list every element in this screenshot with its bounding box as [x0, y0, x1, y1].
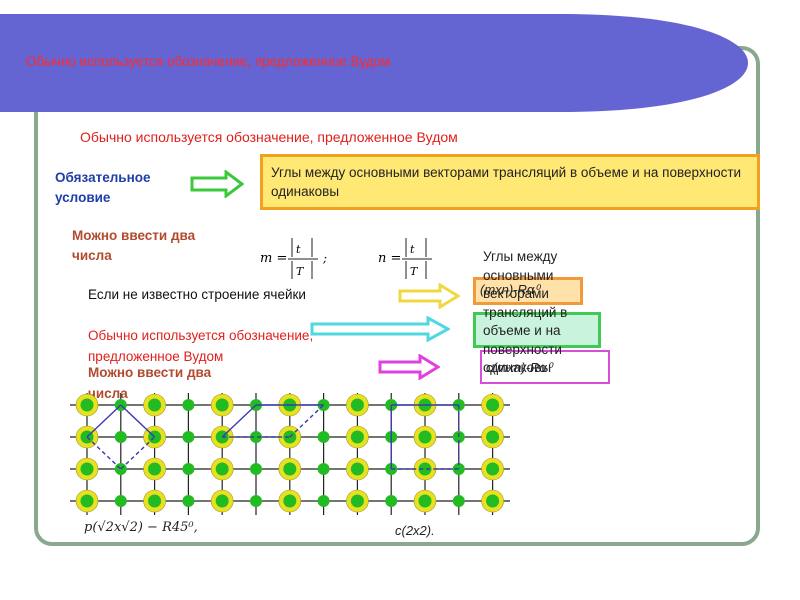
- vector-line: [86, 404, 122, 438]
- atom-core: [80, 398, 94, 412]
- label-mxn: (mxn)-Rα⁰: [473, 277, 583, 305]
- label-box-green: [473, 312, 601, 348]
- vector-line: [289, 404, 325, 438]
- bottom-formula: p(√2x√2) − R45⁰,: [84, 520, 198, 535]
- atom-core: [148, 494, 162, 508]
- condition-box: Углы между основными векторами трансляци…: [260, 154, 760, 210]
- svg-text:m =: m =: [260, 251, 287, 266]
- svg-text:T: T: [296, 265, 305, 278]
- atom-lattice: [70, 393, 510, 515]
- atom-small: [452, 495, 465, 507]
- atom-core: [486, 430, 500, 444]
- svg-text:t: t: [410, 243, 415, 256]
- atom-core: [148, 398, 162, 412]
- atom-core: [418, 430, 432, 444]
- title-banner: [0, 14, 748, 112]
- atom-core: [283, 430, 297, 444]
- vector-line: [221, 404, 257, 438]
- atom-core: [283, 494, 297, 508]
- atom-small: [250, 463, 262, 475]
- atom-core: [215, 462, 229, 476]
- atom-small: [385, 495, 398, 507]
- svg-text:T: T: [410, 265, 419, 278]
- atom-small: [182, 399, 195, 411]
- atom-core: [486, 398, 500, 412]
- atom-small: [114, 431, 127, 443]
- atom-core: [486, 462, 500, 476]
- atom-small: [182, 431, 195, 443]
- unknown-cell-text: Если не известно строение ячейки: [88, 287, 306, 302]
- atom-core: [215, 398, 229, 412]
- atom-core: [148, 462, 162, 476]
- atom-core: [350, 398, 364, 412]
- side-text: Углы между основными векторами трансляци…: [483, 249, 568, 375]
- arrow-right-icon: [190, 170, 244, 198]
- vector-line: [120, 404, 156, 438]
- arrow-right-icon: [398, 283, 460, 309]
- atom-core: [350, 494, 364, 508]
- atom-small: [182, 495, 195, 507]
- two-numbers-label: Можно ввести два числа: [72, 228, 196, 263]
- atom-small: [317, 495, 330, 507]
- svg-text:;: ;: [322, 251, 327, 265]
- vector-line: [120, 436, 156, 470]
- atom-small: [250, 495, 262, 507]
- page-title: Обычно используется обозначение, предлож…: [26, 54, 391, 69]
- svg-text:n =: n =: [378, 251, 401, 266]
- atom-core: [283, 462, 297, 476]
- atom-core: [486, 494, 500, 508]
- arrow-right-icon: [378, 354, 440, 380]
- wood-notation-text: Обычно используется обозначение, предлож…: [88, 328, 314, 364]
- atom-small: [250, 431, 262, 443]
- atom-core: [80, 494, 94, 508]
- atom-core: [80, 462, 94, 476]
- atom-core: [418, 494, 432, 508]
- vector-line: [86, 436, 122, 470]
- atom-small: [317, 431, 330, 443]
- formula-m: m = t T ;: [260, 238, 327, 279]
- atom-core: [350, 462, 364, 476]
- bottom-label: c(2x2).: [395, 523, 435, 538]
- subtitle: Обычно используется обозначение, предлож…: [80, 129, 458, 145]
- atom-core: [350, 430, 364, 444]
- two-numbers-label-2: Можно ввести два числа: [88, 365, 212, 401]
- formula-n: n = t T: [378, 238, 432, 279]
- condition-label: Обязательное условие: [55, 170, 151, 205]
- atom-small: [114, 495, 127, 507]
- atom-core: [215, 494, 229, 508]
- atom-small: [317, 463, 330, 475]
- atom-small: [182, 463, 195, 475]
- atom-core: [418, 462, 432, 476]
- label-cmxn: c(mxn)-Rα⁰: [480, 350, 610, 384]
- condition-text: Углы между основными векторами трансляци…: [271, 165, 742, 199]
- arrow-right-icon: [310, 316, 450, 342]
- svg-text:t: t: [296, 243, 301, 256]
